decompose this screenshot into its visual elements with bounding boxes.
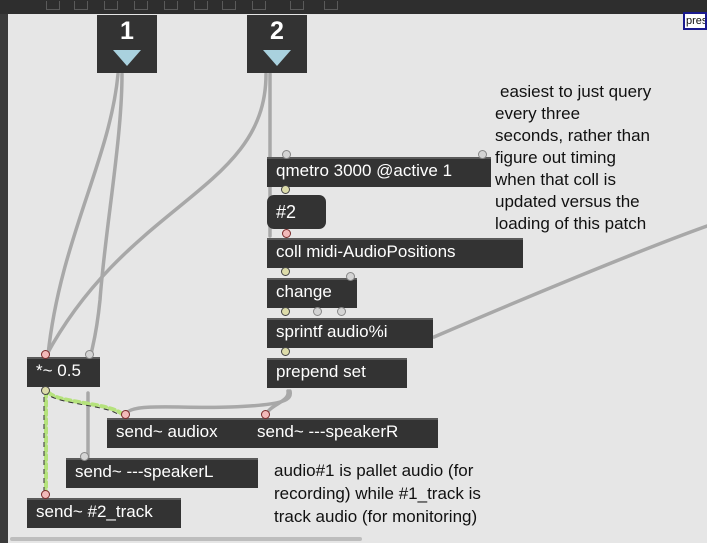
change-outlet-right[interactable] [337,307,346,316]
object-qmetro-label: qmetro 3000 @active 1 [276,161,453,180]
object-coll-label: coll midi-AudioPositions [276,242,456,261]
toolbar-lock-icon[interactable] [222,1,236,10]
object-send-audiox[interactable]: send~ audiox [107,418,249,448]
coll-outlet[interactable] [281,267,290,276]
send-speakerR-inlet[interactable] [261,410,270,419]
message-number[interactable]: #2 [267,195,326,229]
qmetro-outlet[interactable] [281,185,290,194]
qmetro-inlet-left[interactable] [282,150,291,159]
toolbar-pin-icon[interactable] [324,1,338,10]
toolbar-image-icon[interactable] [134,1,148,10]
object-sprintf[interactable]: sprintf audio%i [267,318,433,348]
inlet-1[interactable]: 1 [97,15,157,73]
object-sprintf-label: sprintf audio%i [276,322,388,341]
comment-timing: easiest to just query every three second… [495,82,652,233]
change-outlet-mid[interactable] [313,307,322,316]
object-send-track[interactable]: send~ #2_track [27,498,181,528]
toolbar-bubble-icon[interactable] [104,1,118,10]
presentation-mode-label: pres [686,15,707,27]
object-qmetro[interactable]: qmetro 3000 @active 1 [267,157,491,187]
toolbar-camera-icon[interactable] [164,1,178,10]
message-outlet[interactable] [282,229,291,238]
object-multiply-label: *~ 0.5 [36,361,81,380]
qmetro-inlet-right[interactable] [478,150,487,159]
multiply-inlet-left[interactable] [41,350,50,359]
inlet-2-number: 2 [270,17,284,45]
object-change-label: change [276,282,332,301]
inlet-arrow-icon [263,50,291,66]
send-speakerL-inlet[interactable] [80,452,89,461]
object-send-track-label: send~ #2_track [36,502,153,521]
toolbar-list-icon[interactable] [46,1,60,10]
object-change[interactable]: change [267,278,357,308]
change-outlet[interactable] [281,307,290,316]
presentation-mode-button[interactable]: pres [683,12,707,30]
toolbar-grid-icon[interactable] [194,1,208,10]
object-send-speakerR[interactable]: send~ ---speakerR [248,418,438,448]
toolbar-edit-icon[interactable] [74,1,88,10]
toolbar-heart-icon[interactable] [252,1,266,10]
send-audiox-inlet[interactable] [121,410,130,419]
object-prepend[interactable]: prepend set [267,358,407,388]
toolbar-dot-icon[interactable] [290,1,304,10]
sprintf-outlet[interactable] [281,347,290,356]
object-send-speakerL-label: send~ ---speakerL [75,462,214,481]
object-prepend-label: prepend set [276,362,366,381]
top-toolbar [0,0,707,14]
left-sidebar-strip [0,14,8,543]
object-send-speakerL[interactable]: send~ ---speakerL [66,458,258,488]
object-send-audiox-label: send~ audiox [116,422,218,441]
change-inlet-right[interactable] [346,272,355,281]
send-track-inlet[interactable] [41,490,50,499]
multiply-outlet[interactable] [41,386,50,395]
object-send-speakerR-label: send~ ---speakerR [257,422,399,441]
multiply-inlet-right[interactable] [85,350,94,359]
message-number-label: #2 [276,202,297,222]
horizontal-scrollbar[interactable] [10,537,362,541]
inlet-1-number: 1 [120,17,134,45]
object-multiply[interactable]: *~ 0.5 [27,357,100,387]
comment-audio-note: audio#1 is pallet audio (for recording) … [274,461,481,526]
object-coll[interactable]: coll midi-AudioPositions [267,238,523,268]
inlet-2[interactable]: 2 [247,15,307,73]
inlet-arrow-icon [113,50,141,66]
